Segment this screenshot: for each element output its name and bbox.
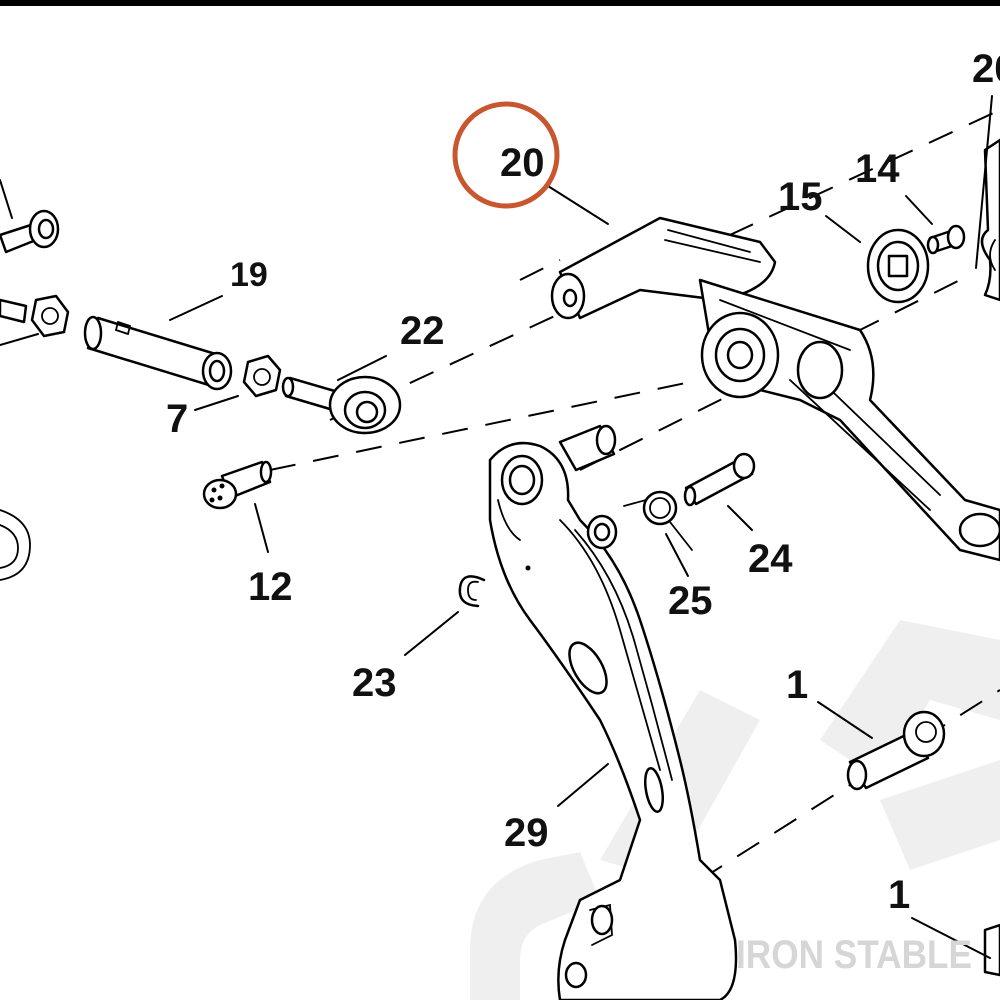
callout-20-main: 20: [500, 141, 545, 185]
callout-24: 24: [748, 537, 793, 581]
callout-23: 23: [352, 661, 397, 705]
leader-14: [905, 195, 933, 225]
pin-part-24: [683, 452, 756, 507]
leader-1-upper: [817, 701, 873, 739]
callout-1-upper: 1: [786, 663, 808, 707]
leader-1-lower: [911, 917, 991, 959]
callout-19: 19: [230, 256, 268, 294]
pin-part-14: [926, 224, 966, 255]
bearing-part-15: [866, 228, 930, 304]
rod-end-part-22: [281, 375, 402, 435]
bolt-part-12: [202, 460, 273, 510]
sleeve-part-19: [83, 315, 233, 391]
callout-1-lower: 1: [888, 873, 910, 917]
lever-part-20: [550, 216, 1000, 562]
top-border: [0, 0, 1000, 6]
bolt-part-1-upper: [846, 710, 946, 791]
bolt-part-1-lower: [983, 923, 1000, 977]
callout-14: 14: [855, 147, 900, 191]
leader-23: [404, 611, 459, 656]
lever-part-29: [488, 441, 738, 1000]
watermark-brand: IRON STABLE: [736, 933, 972, 977]
leader-20-edge: [975, 95, 993, 269]
leader-19: [169, 295, 223, 321]
callout-7: 7: [166, 397, 188, 441]
left-bolt-upper: [0, 179, 60, 254]
left-bolt-lower: [0, 294, 70, 346]
callout-12: 12: [248, 565, 293, 609]
nut-part-7: [242, 354, 282, 398]
lever-shaft: [558, 424, 617, 472]
callout-22: 22: [400, 309, 445, 353]
leader-24: [727, 505, 753, 531]
left-edge-partial-part: [0, 509, 31, 581]
callout-25: 25: [668, 579, 713, 623]
leader-15: [825, 215, 861, 243]
clip-part-23: [458, 575, 486, 608]
leader-22: [337, 355, 387, 381]
spring-part-25: [623, 490, 693, 551]
callout-15: 15: [778, 175, 823, 219]
leader-12: [254, 503, 269, 553]
leader-20: [547, 185, 609, 225]
highlight-circle: [452, 101, 560, 209]
leader-29: [557, 763, 609, 807]
right-edge-lever-part: [980, 138, 1000, 302]
callout-20-edge: 20: [972, 47, 1000, 91]
leader-7: [194, 395, 239, 411]
callout-29: 29: [504, 811, 549, 855]
leader-25: [665, 533, 689, 577]
